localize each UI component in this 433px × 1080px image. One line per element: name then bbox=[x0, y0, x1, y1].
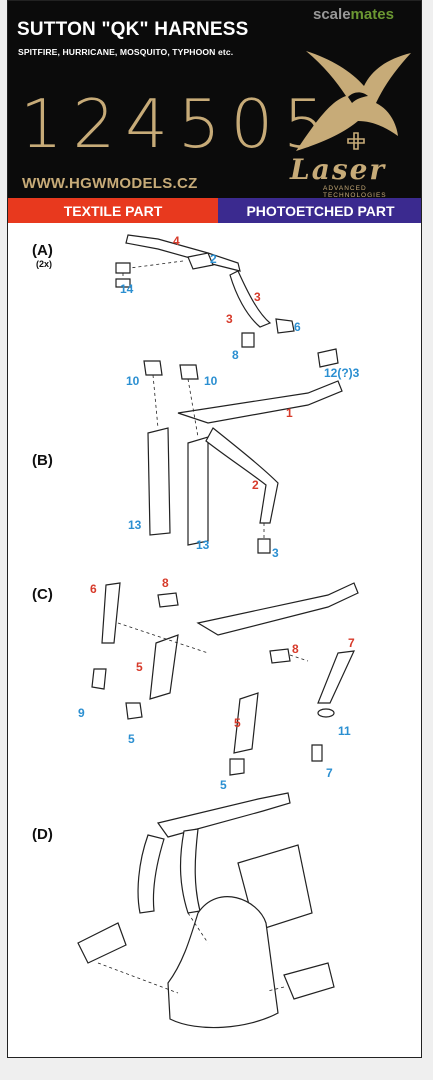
section-b: (B) 10 10 12(?)3 1 2 13 13 3 bbox=[32, 348, 360, 560]
part-number-10: 10 bbox=[126, 374, 140, 388]
fitting-part-12 bbox=[317, 348, 339, 368]
installed-strap-b bbox=[179, 828, 201, 914]
section-c: (C) 6 8 8 7 5 5 5 bbox=[32, 576, 359, 792]
section-d: (D) bbox=[32, 792, 335, 1029]
fitting-part-5-a bbox=[125, 702, 143, 720]
section-a: (A) (2x) 4 2 14 3 3 6 8 bbox=[32, 234, 301, 362]
guide-line bbox=[117, 622, 209, 654]
part-number-11: 11 bbox=[338, 724, 351, 738]
guide-line bbox=[97, 962, 179, 994]
fitting-part-3 bbox=[257, 538, 271, 554]
fitting-part-8 bbox=[241, 332, 255, 348]
part-number-5: 5 bbox=[234, 716, 241, 730]
clip-part-9 bbox=[91, 668, 107, 690]
strap-part-13-b bbox=[187, 436, 209, 546]
pilot-seat bbox=[167, 896, 279, 1029]
section-a-label: (A) bbox=[32, 242, 53, 259]
part-number-1: 1 bbox=[286, 406, 293, 420]
strap-part-13-a bbox=[147, 427, 171, 536]
part-number-8: 8 bbox=[232, 348, 239, 362]
fitting-part-5-b bbox=[229, 758, 245, 776]
buckle-part-2 bbox=[187, 252, 214, 270]
assembly-diagram: (A) (2x) 4 2 14 3 3 6 8 ( bbox=[32, 234, 360, 1029]
header-panel: SUTTON "QK" HARNESS SPITFIRE, HURRICANE,… bbox=[8, 1, 421, 223]
fitting-part-7 bbox=[311, 744, 323, 762]
product-code: 124505 bbox=[20, 85, 336, 163]
part-number-12: 12(?)3 bbox=[324, 366, 360, 380]
part-number-4: 4 bbox=[173, 234, 180, 248]
part-number-5: 5 bbox=[220, 778, 227, 792]
fitting-part-6 bbox=[275, 318, 295, 334]
laser-brand-sub: ADVANCED TECHNOLOGIES bbox=[323, 185, 387, 199]
plate-part-14-a bbox=[115, 262, 131, 274]
instruction-sheet: SUTTON "QK" HARNESS SPITFIRE, HURRICANE,… bbox=[7, 0, 422, 1058]
part-number-9: 9 bbox=[78, 706, 85, 720]
watermark-part-1: scale bbox=[313, 6, 351, 23]
installed-harness bbox=[156, 792, 291, 838]
installed-strap-a bbox=[137, 834, 165, 914]
strap-part-3 bbox=[229, 270, 272, 328]
photoetched-part-legend: PHOTOETCHED PART bbox=[218, 198, 421, 223]
strap-part-5-b bbox=[233, 692, 259, 754]
strap-part-5-a bbox=[149, 634, 179, 700]
watermark-part-2: mates bbox=[350, 6, 394, 23]
watermark: scalemates bbox=[313, 6, 394, 23]
section-d-label: (D) bbox=[32, 826, 53, 843]
part-number-8: 8 bbox=[162, 576, 169, 590]
buckle-part-8-a bbox=[157, 592, 179, 608]
guide-line bbox=[187, 378, 199, 438]
section-b-label: (B) bbox=[32, 452, 53, 469]
buckle-part-10-b bbox=[179, 364, 199, 380]
part-number-7: 7 bbox=[348, 636, 355, 650]
laser-brand: Laser bbox=[290, 153, 387, 186]
buckle-part-10-a bbox=[143, 360, 163, 376]
eagle-logo-icon bbox=[296, 51, 411, 151]
strap-assembly bbox=[196, 582, 359, 636]
strap-part-6 bbox=[101, 582, 121, 644]
part-number-5: 5 bbox=[128, 732, 135, 746]
guide-line bbox=[152, 374, 159, 429]
textile-part-legend: TEXTILE PART bbox=[8, 198, 218, 223]
product-title: SUTTON "QK" HARNESS bbox=[17, 19, 249, 40]
strap-part-1 bbox=[177, 380, 343, 424]
part-number-2: 2 bbox=[252, 478, 259, 492]
iron-cross-icon bbox=[347, 132, 365, 150]
part-number-3: 3 bbox=[226, 312, 233, 326]
guide-line bbox=[267, 986, 285, 992]
guide-line bbox=[187, 912, 209, 944]
part-number-2: 2 bbox=[210, 252, 217, 266]
part-number-13: 13 bbox=[196, 538, 210, 552]
part-number-7: 7 bbox=[326, 766, 333, 780]
part-number-13: 13 bbox=[128, 518, 142, 532]
part-number-14: 14 bbox=[120, 282, 134, 296]
strap-part-4 bbox=[125, 234, 241, 272]
lap-strap-left bbox=[77, 922, 127, 964]
part-number-5: 5 bbox=[136, 660, 143, 674]
section-c-label: (C) bbox=[32, 586, 53, 603]
part-number-3: 3 bbox=[254, 290, 261, 304]
ring-part-11 bbox=[317, 708, 335, 718]
part-number-10: 10 bbox=[204, 374, 218, 388]
part-number-6: 6 bbox=[294, 320, 301, 334]
guide-line bbox=[129, 260, 184, 269]
buckle-part-8-b bbox=[269, 648, 291, 664]
section-a-quantity: (2x) bbox=[36, 259, 52, 269]
website-url: WWW.HGWMODELS.CZ bbox=[22, 175, 198, 192]
strap-part-7 bbox=[317, 650, 355, 704]
part-number-3: 3 bbox=[272, 546, 279, 560]
lap-strap-right bbox=[283, 962, 335, 1000]
part-number-8: 8 bbox=[292, 642, 299, 656]
aircraft-list: SPITFIRE, HURRICANE, MOSQUITO, TYPHOON e… bbox=[18, 47, 234, 57]
part-number-6: 6 bbox=[90, 582, 97, 596]
plate-part-14-b bbox=[115, 278, 131, 288]
strap-part-2 bbox=[205, 427, 279, 524]
